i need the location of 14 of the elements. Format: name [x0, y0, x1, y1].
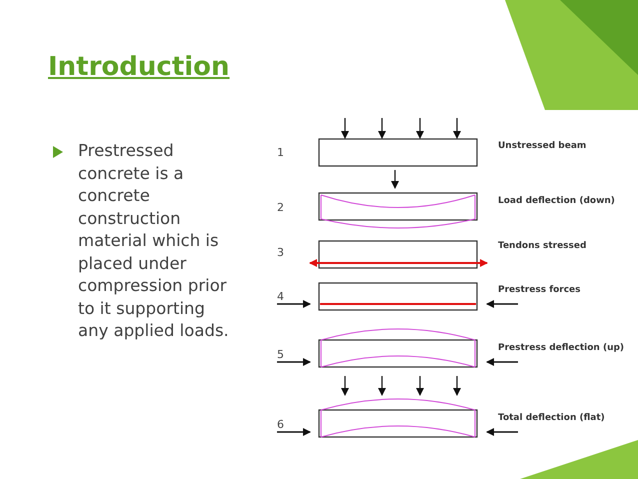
step-number: 5 [277, 348, 284, 361]
step-number: 6 [277, 418, 284, 431]
step-number: 2 [277, 201, 284, 214]
step-number: 4 [277, 290, 284, 303]
step-caption: Prestress deflection (up) [498, 343, 624, 353]
step-number: 3 [277, 246, 284, 259]
step-caption: Unstressed beam [498, 141, 586, 151]
bullet-text: Prestressed concrete is a concrete construction material which is placed under compression prior to it supporting any applied loads. [78, 140, 230, 342]
step-number: 1 [277, 146, 284, 159]
step-caption: Tendons stressed [498, 241, 586, 251]
step-caption: Load deflection (down) [498, 196, 615, 206]
step-caption: Total deflection (flat) [498, 413, 605, 423]
slide-title: Introduction [48, 52, 230, 82]
step-caption: Prestress forces [498, 285, 581, 295]
